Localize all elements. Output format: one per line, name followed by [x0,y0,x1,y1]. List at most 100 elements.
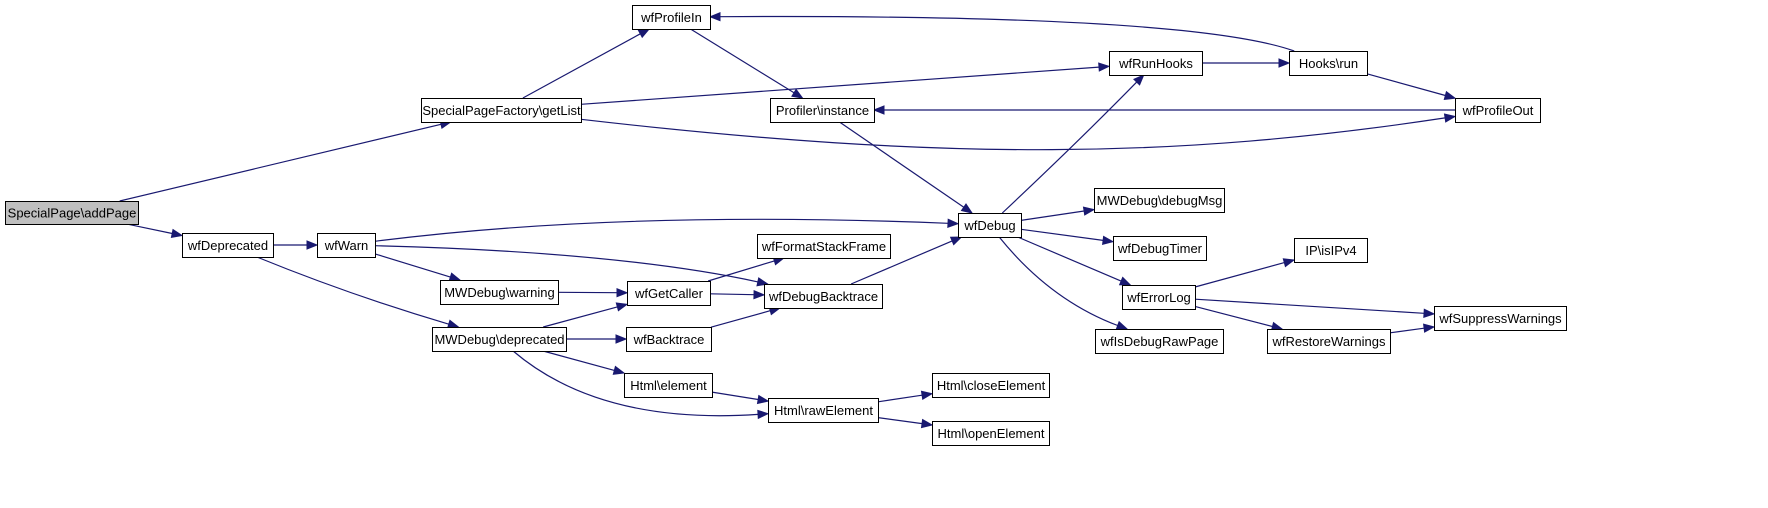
node-htmlOpen[interactable]: Html\openElement [932,421,1050,446]
node-box[interactable] [182,233,274,258]
node-box[interactable] [1122,285,1196,310]
node-box[interactable] [770,98,875,123]
edge-line [1194,298,1425,314]
node-label: Html\openElement [938,426,1045,441]
node-box[interactable] [1455,98,1541,123]
node-wfBacktrace[interactable]: wfBacktrace [626,327,712,352]
edge-mwWarning-to-wfGetCaller [557,287,629,298]
node-wfProfileIn[interactable]: wfProfileIn [632,5,711,30]
node-box[interactable] [421,98,582,123]
node-wfDebug[interactable]: wfDebug [958,213,1022,238]
node-wfFormatStack[interactable]: wfFormatStackFrame [757,234,891,259]
edge-htmlRaw-to-htmlOpen [877,417,934,429]
edge-line [374,253,451,278]
node-wfDebugBacktrace[interactable]: wfDebugBacktrace [764,284,883,309]
node-label: MWDebug\debugMsg [1097,193,1223,208]
edge-arrowhead [1118,276,1132,286]
node-box[interactable] [1094,188,1225,213]
node-label: wfGetCaller [634,286,704,301]
node-wfRestore[interactable]: wfRestoreWarnings [1267,329,1391,354]
edge-arrowhead [446,319,460,329]
edge-arrowhead [1082,206,1096,216]
node-box[interactable] [1434,306,1567,331]
edge-line [256,256,449,325]
node-label: wfSuppressWarnings [1438,311,1562,326]
node-box[interactable] [1095,329,1224,354]
edge-arrowhead [960,203,974,214]
node-getList[interactable]: SpecialPageFactory\getList [421,98,582,123]
edge-line [1017,236,1122,282]
edge-addPage-to-wfDeprecated [126,223,184,239]
node-box[interactable] [932,373,1050,398]
node-wfProfileOut[interactable]: wfProfileOut [1455,98,1541,123]
node-mwWarning[interactable]: MWDebug\warning [440,280,559,305]
node-htmlRaw[interactable]: Html\rawElement [768,398,879,423]
edge-arrowhead [1423,308,1436,319]
node-addPage[interactable]: SpecialPage\addPage [5,201,139,225]
node-box[interactable] [624,373,713,398]
node-wfWarn[interactable]: wfWarn [317,233,376,258]
edge-mwDeprecated-to-htmlRaw [512,350,770,420]
node-wfDebugTimer[interactable]: wfDebugTimer [1113,236,1207,261]
node-htmlElement[interactable]: Html\element [624,373,713,398]
edge-line [1020,228,1104,241]
node-box[interactable] [757,234,891,259]
node-htmlClose[interactable]: Html\closeElement [932,373,1050,398]
node-wfDeprecated[interactable]: wfDeprecated [182,233,274,258]
node-wfErrorLog[interactable]: wfErrorLog [1122,285,1196,310]
node-label: wfDebugBacktrace [768,289,878,304]
node-ipIsIPv4[interactable]: IP\isIPv4 [1294,238,1368,263]
node-mwDeprecated[interactable]: MWDebug\deprecated [432,327,567,352]
node-box[interactable] [5,201,139,225]
edge-wfErrorLog-to-ipIsIPv4 [1194,258,1296,288]
node-box[interactable] [1113,236,1207,261]
edge-wfDebug-to-wfIsDebugRaw [998,236,1129,330]
edge-line [1389,327,1425,334]
edge-arrowhead [757,409,770,420]
edge-addPage-to-getList [119,119,453,202]
edge-arrowhead [1282,258,1296,268]
node-box[interactable] [1267,329,1391,354]
edge-line [522,33,641,99]
edge-wfProfileOut-to-profInstance [872,105,1455,115]
edge-wfBacktrace-to-wfDebugBacktrace [710,306,782,328]
edge-wfDeprecated-to-mwDeprecated [256,256,460,329]
edge-line [710,310,771,328]
node-hooksRun[interactable]: Hooks\run [1289,51,1368,76]
node-box[interactable] [317,233,376,258]
node-box[interactable] [1294,238,1368,263]
edge-mwDeprecated-to-wfGetCaller [543,302,629,328]
node-box[interactable] [1109,51,1203,76]
node-box[interactable] [432,327,567,352]
node-label: wfIsDebugRawPage [1100,334,1219,349]
node-box[interactable] [627,281,711,306]
node-box[interactable] [768,398,879,423]
edge-line [877,394,923,403]
node-wfGetCaller[interactable]: wfGetCaller [627,281,711,306]
node-box[interactable] [626,327,712,352]
edge-wfDebug-to-wfDebugTimer [1020,228,1115,245]
edge-arrowhead [920,390,934,401]
node-wfRunHooks[interactable]: wfRunHooks [1109,51,1203,76]
edge-arrowhead [756,394,770,405]
node-label: wfDeprecated [187,238,268,253]
edge-arrowhead [1133,74,1145,86]
edge-arrowhead [1278,58,1291,68]
edge-line [719,15,1295,52]
node-profInstance[interactable]: Profiler\instance [770,98,875,123]
node-wfSuppress[interactable]: wfSuppressWarnings [1434,306,1567,331]
node-box[interactable] [764,284,883,309]
node-box[interactable] [440,280,559,305]
edge-line [374,218,949,242]
edge-wfGetCaller-to-wfFormatStack [707,256,786,282]
node-mwDebugMsg[interactable]: MWDebug\debugMsg [1094,188,1225,213]
edge-line [543,306,618,328]
edge-wfRestore-to-wfSuppress [1389,323,1436,334]
node-box[interactable] [958,213,1022,238]
node-box[interactable] [932,421,1050,446]
node-box[interactable] [1289,51,1368,76]
node-box[interactable] [632,5,711,30]
edge-line [1366,73,1446,97]
node-wfIsDebugRaw[interactable]: wfIsDebugRawPage [1095,329,1224,354]
